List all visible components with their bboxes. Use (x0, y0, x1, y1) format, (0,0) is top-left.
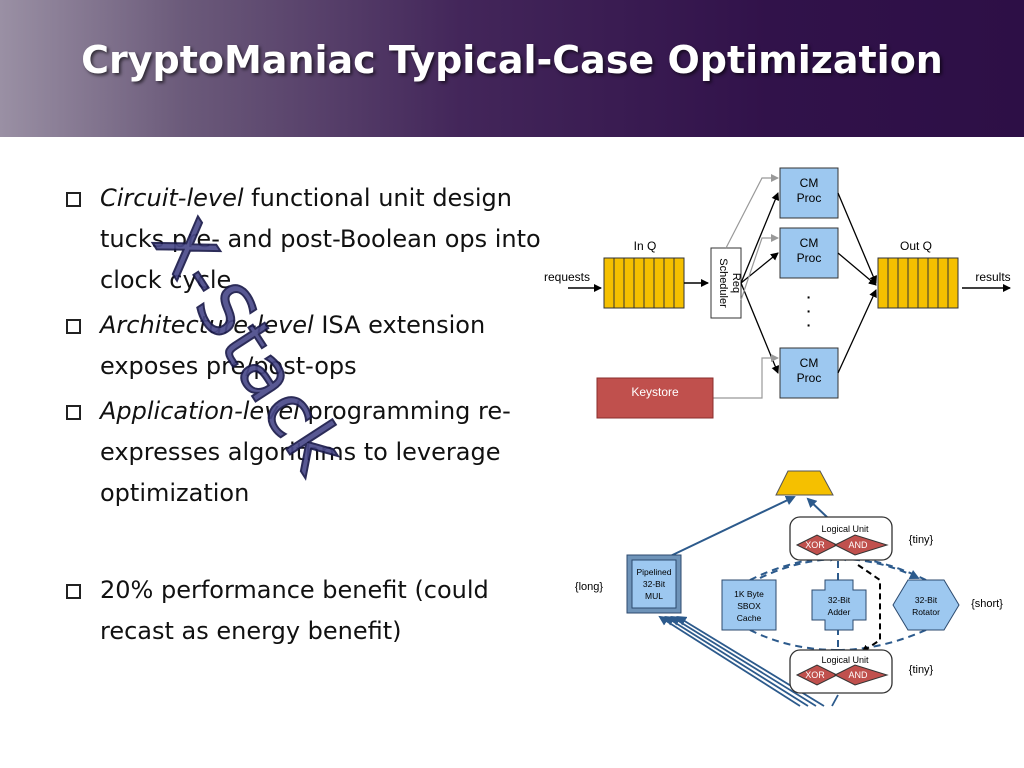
logical-unit-label: Logical Unit (821, 655, 869, 665)
xor-label: XOR (805, 540, 825, 550)
requests-label: requests (544, 270, 590, 284)
sbox-cache-unit: 1K Byte SBOX Cache (721, 579, 777, 631)
mul-label-2: 32-Bit (643, 579, 666, 589)
checkbox-bullet-icon (66, 584, 81, 599)
sbox-label-1: 1K Byte (734, 589, 764, 599)
sbox-label-3: Cache (737, 613, 762, 623)
results-label: results (975, 270, 1010, 284)
bullet-text: functional unit design tucks pre- and po… (100, 184, 541, 294)
bullet-architecture-level: Architecture-level ISA extension exposes… (58, 305, 548, 387)
checkbox-bullet-icon (66, 319, 81, 334)
rotator-label-1: 32-Bit (915, 595, 938, 605)
checkbox-bullet-icon (66, 405, 81, 420)
gray-proc1-arrow (725, 174, 779, 249)
keystore-label: Keystore (631, 385, 679, 399)
proc2-outq-arrow (837, 252, 877, 286)
bullet-performance: 20% performance benefit (could recast as… (58, 570, 548, 652)
ellipsis-dot: · (807, 303, 812, 319)
rotator-label-2: Rotator (912, 607, 940, 617)
in-queue-label: In Q (634, 239, 657, 253)
sched-proc1-arrow (740, 192, 780, 284)
xor-label: XOR (805, 670, 825, 680)
proc-label-1: CM (800, 356, 819, 370)
logical-unit-top: Logical Unit XOR AND (789, 516, 893, 561)
sbox-label-2: SBOX (737, 601, 761, 611)
mul-label-1: Pipelined (637, 567, 672, 577)
proc-label-2: Proc (797, 251, 822, 265)
keystore: Keystore (596, 377, 714, 419)
proc-label-2: Proc (797, 191, 822, 205)
bullet-application-level: Application-level programming re-express… (58, 391, 548, 514)
bullet-emphasis: Architecture-level (100, 311, 314, 339)
bullet-text: ISA extension exposes pre/post-ops (100, 311, 486, 380)
bullet-list: Circuit-level functional unit design tuc… (58, 178, 548, 656)
checkbox-bullet-icon (66, 192, 81, 207)
ellipsis-dot: · (807, 289, 812, 305)
black-dashed-feedback (857, 564, 881, 653)
title-bar (0, 0, 1024, 137)
adder-label-2: Adder (828, 607, 851, 617)
tiny-label-bottom: {tiny} (909, 664, 934, 676)
bullet-emphasis: Application-level (100, 397, 300, 425)
cm-proc-1: CM Proc (779, 167, 839, 219)
proc1-outq-arrow (837, 192, 877, 284)
pipelined-mul-unit: Pipelined 32-Bit MUL (626, 554, 682, 614)
proc3-outq-arrow (837, 289, 877, 374)
out-queue (877, 257, 959, 309)
adder-label-1: 32-Bit (828, 595, 851, 605)
cm-proc-3: CM Proc (779, 347, 839, 399)
bullet-text: programming re-expresses algorithms to l… (100, 397, 511, 507)
dashed-interconnect (749, 551, 927, 651)
scheduler-label-2: Scheduler (717, 258, 729, 308)
tiny-label-top: {tiny} (909, 534, 934, 546)
and-label: AND (848, 540, 868, 550)
long-label: {long} (575, 581, 603, 593)
bottom-datapath-diagram: Logical Unit XOR AND {tiny} Pipelined 32… (575, 470, 1003, 707)
request-scheduler: Req Scheduler (710, 247, 742, 319)
output-mux (775, 470, 834, 496)
in-queue (603, 257, 685, 309)
logical-unit-label: Logical Unit (821, 524, 869, 534)
proc-label-1: CM (800, 236, 819, 250)
bullet-emphasis: Circuit-level (100, 184, 244, 212)
short-label: {short} (971, 598, 1003, 610)
logical-unit-bottom: Logical Unit XOR AND (789, 649, 893, 694)
top-pipeline-diagram: requests In Q Req Scheduler CM Proc (544, 167, 1011, 419)
proc-label-1: CM (800, 176, 819, 190)
keystore-to-proc3-arrow (713, 354, 779, 399)
ellipsis-dot: · (807, 317, 812, 333)
adder-unit: 32-Bit Adder (811, 579, 867, 631)
gray-proc2-arrow (740, 234, 779, 301)
bullet-text: 20% performance benefit (could recast as… (100, 576, 489, 645)
and-label: AND (848, 670, 868, 680)
slide-title: CryptoManiac Typical-Case Optimization (81, 38, 943, 82)
rotator-unit: 32-Bit Rotator (892, 579, 960, 631)
sched-proc3-arrow (740, 282, 780, 374)
mul-label-3: MUL (645, 591, 663, 601)
logic-to-mux-arrow (806, 497, 829, 519)
sched-proc2-arrow (740, 252, 779, 284)
and-op (833, 664, 889, 686)
scheduler-label-1: Req (730, 273, 742, 293)
mul-to-mux-arrow (661, 495, 796, 561)
out-queue-label: Out Q (900, 239, 932, 253)
cm-proc-2: CM Proc (779, 227, 839, 279)
proc-label-2: Proc (797, 371, 822, 385)
and-op (833, 534, 889, 556)
bullet-circuit-level: Circuit-level functional unit design tuc… (58, 178, 548, 301)
